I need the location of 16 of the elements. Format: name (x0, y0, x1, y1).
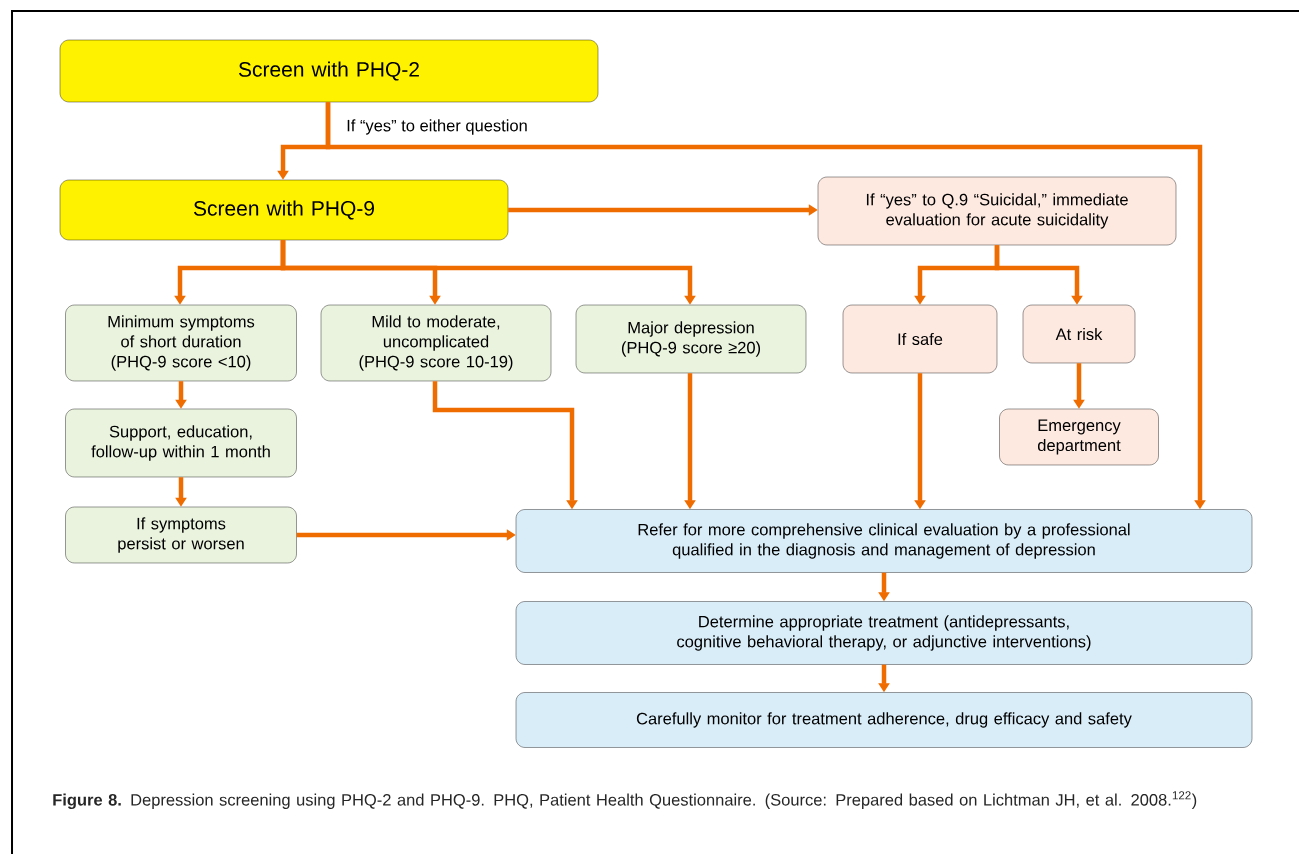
process-box: Support, education, follow-up within 1 month (65, 408, 297, 478)
process-box: Carefully monitor for treatment adherence, drug efficacy and safety (515, 692, 1253, 748)
edge-label: If “yes” to either question (347, 119, 527, 135)
process-box: Major depression (PHQ-9 score ≥20) (575, 304, 807, 374)
process-box: Determine appropriate treatment (antidepressants, cognitive behavioral therapy, or adjunctive interventions) (515, 601, 1253, 665)
process-box: Screen with PHQ-2 (59, 39, 599, 103)
process-box: Mild to moderate, uncomplicated (PHQ-9 score 10-19) (320, 304, 552, 382)
process-box: If symptoms persist or worsen (65, 506, 297, 564)
process-box: If safe (842, 304, 998, 374)
process-box: Screen with PHQ-9 (59, 179, 509, 241)
process-box: At risk (1022, 304, 1136, 364)
process-box: Refer for more comprehensive clinical evaluation by a professional qualified in the diagnosis and management of depression (515, 509, 1253, 573)
process-box: Emergency department (999, 408, 1159, 466)
figure-caption: Figure 8. Depression screening using PHQ-2 and PHQ-9. PHQ, Patient Health Questionnaire. (Source: Prepared based on Lichtman JH, et al. 2008.$^{122}$) (53, 791, 1197, 810)
process-box: If “yes” to Q.9 “Suicidal,” immediate evaluation for acute suicidality (817, 176, 1177, 246)
process-box: Minimum symptoms of short duration (PHQ-9 score <10) (65, 304, 297, 382)
